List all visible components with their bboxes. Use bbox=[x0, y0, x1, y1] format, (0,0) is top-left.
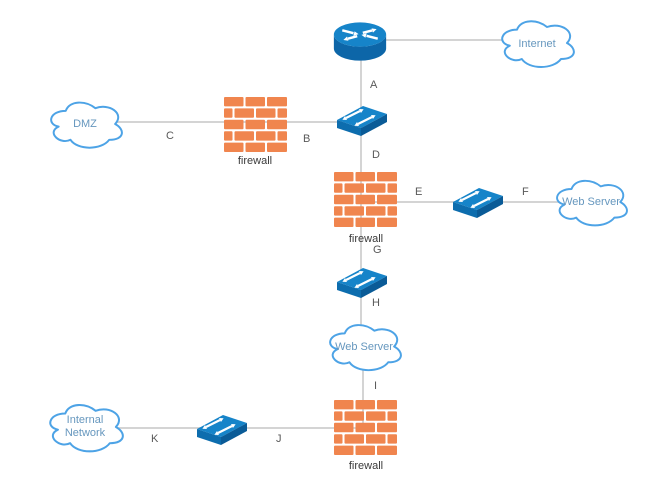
link-label-G: G bbox=[373, 244, 382, 256]
switch-icon-middle bbox=[335, 266, 389, 299]
link-label-C: C bbox=[166, 130, 174, 142]
cloud-label-web-server-right: Web Server bbox=[562, 196, 620, 208]
cloud-label-internet: Internet bbox=[518, 38, 556, 50]
link-label-J: J bbox=[276, 433, 282, 445]
firewall-caption-bottom: firewall bbox=[348, 460, 384, 472]
link-label-E: E bbox=[415, 186, 423, 198]
cloud-label-web-server-middle: Web Server bbox=[335, 341, 393, 353]
switch-icon-top bbox=[335, 104, 389, 137]
link-label-H: H bbox=[372, 297, 380, 309]
firewall-brick-icon-middle bbox=[334, 172, 397, 227]
router-icon bbox=[332, 21, 388, 62]
switch-icon-right bbox=[451, 186, 505, 219]
link-label-K: K bbox=[151, 433, 159, 445]
firewall-brick-icon-bottom bbox=[334, 400, 397, 455]
link-label-D: D bbox=[372, 149, 380, 161]
cloud-label-dmz: DMZ bbox=[73, 118, 97, 130]
link-label-F: F bbox=[522, 186, 529, 198]
firewall-caption-middle: firewall bbox=[348, 233, 384, 245]
link-label-A: A bbox=[370, 79, 378, 91]
cloud-label-internal-network: Internal Network bbox=[64, 414, 106, 439]
link-label-I: I bbox=[374, 380, 378, 392]
switch-icon-bottom bbox=[195, 413, 249, 446]
firewall-brick-icon-top bbox=[224, 97, 287, 152]
firewall-caption-top: firewall bbox=[237, 155, 273, 167]
link-label-B: B bbox=[303, 133, 311, 145]
